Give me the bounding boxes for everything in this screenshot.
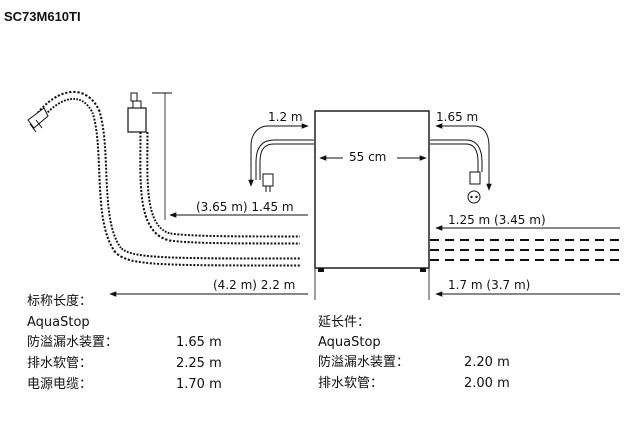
extension-item-label: 排水软管：	[318, 376, 384, 391]
extension-item-value: 2.20 m	[464, 355, 510, 370]
width-label: 55 cm	[349, 150, 386, 164]
standard-brand: AquaStop	[27, 315, 90, 330]
standard-item-value: 1.70 m	[176, 377, 222, 392]
standard-item-label: 电源电缆：	[27, 377, 93, 392]
extension-heading: 延长件：	[318, 315, 371, 330]
left-clearance-label: 1.2 m	[268, 110, 303, 124]
standard-item-value: 2.25 m	[176, 356, 222, 371]
model-title: SC73M610TI	[4, 9, 81, 24]
right-cable	[430, 139, 483, 172]
aquastop-valve-icon	[127, 92, 147, 133]
dishwasher-body	[314, 110, 430, 269]
plug-icon	[467, 171, 481, 204]
extension-item-label: 防溢漏水装置：	[318, 355, 410, 370]
extension-item-value: 2.00 m	[464, 376, 510, 391]
bottom-left-label: (4.2 m) 2.2 m	[213, 278, 295, 292]
standard-heading: 标称长度：	[27, 294, 93, 309]
right-hose-label: 1.25 m (3.45 m)	[448, 213, 546, 227]
standard-item-value: 1.65 m	[176, 335, 222, 350]
upper-hose-label: (3.65 m) 1.45 m	[196, 200, 294, 214]
standard-item-label: 排水软管：	[27, 356, 93, 371]
standard-item-label: 防溢漏水装置：	[27, 335, 119, 350]
extension-dashes	[430, 239, 625, 261]
hose-nozzle-icon	[27, 107, 49, 133]
aquastop-hose	[139, 131, 301, 245]
bottom-right-label: 1.7 m (3.7 m)	[448, 278, 530, 292]
drain-hose	[34, 91, 301, 267]
plug-icon	[262, 173, 274, 192]
right-clearance-label: 1.65 m	[436, 110, 478, 124]
extension-brand: AquaStop	[318, 335, 381, 350]
